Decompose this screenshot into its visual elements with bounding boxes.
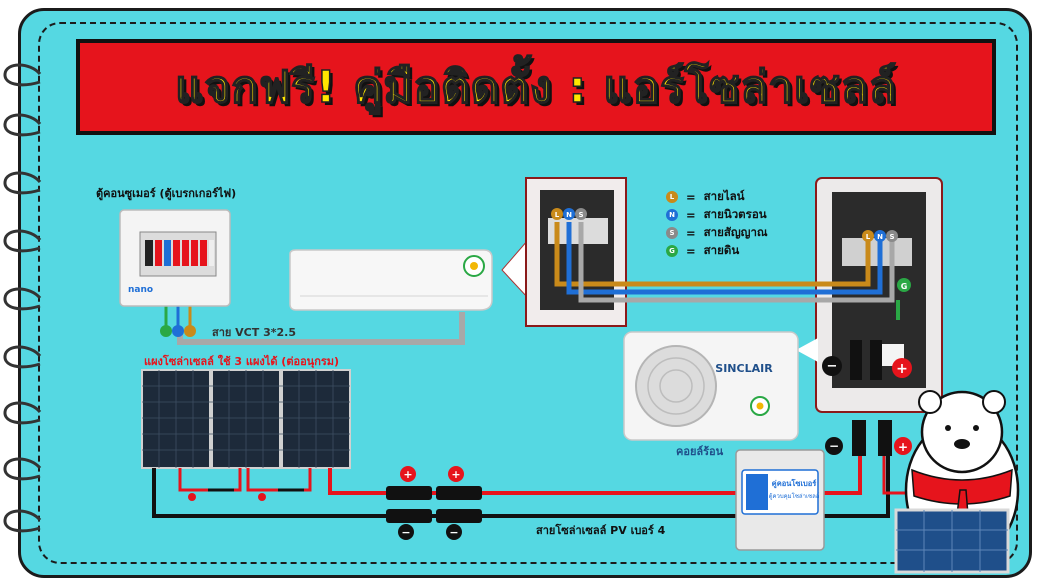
polar-bear-mascot-icon (894, 390, 1020, 574)
neutral-dot-icon: N (666, 209, 678, 221)
mc4-positive-connectors (386, 486, 482, 500)
terminal-s-icon (575, 208, 587, 220)
plus-badge-label: + (898, 440, 908, 454)
consumer-brand: nano (128, 285, 153, 295)
combiner-box (735, 449, 825, 551)
spiral-ring-icon (3, 171, 42, 195)
neutral-terminal-icon (172, 325, 184, 337)
terminal-l-icon (862, 230, 874, 242)
minus-badge-icon (822, 356, 842, 376)
solar-panel-label: แผงโซล่าเซลล์ ใช้ 3 แผงได้ (ต่ออนุกรม) (144, 355, 340, 368)
terminal-l-label: L (555, 211, 560, 219)
legend-equals: = (686, 226, 696, 240)
legend-equals: = (686, 244, 696, 258)
minus-badge-icon (825, 437, 843, 455)
ground-dot-icon: G (666, 245, 678, 257)
ground-terminal-icon (160, 325, 172, 337)
terminal-g-icon (897, 278, 911, 292)
plus-badge-label: + (896, 361, 908, 377)
consumer-unit-label: ตู้คอนซูเมอร์ (ตู้เบรกเกอร์ไฟ) (96, 187, 237, 200)
spiral-ring-icon (3, 229, 42, 253)
spiral-ring-icon (3, 287, 42, 311)
vct-cable-label: สาย VCT 3*2.5 (212, 326, 296, 339)
indoor-ac-unit (289, 249, 493, 311)
pv-negative-run (152, 440, 890, 518)
legend-item: G = สายดิน (666, 242, 739, 260)
signal-wire-run (578, 222, 895, 303)
spiral-ring-icon (3, 509, 42, 533)
pv-series-wiring (178, 468, 312, 501)
legend-equals: = (686, 190, 696, 204)
terminal-n-label: N (566, 211, 572, 219)
legend-text: สายดิน (703, 243, 740, 257)
minus-badge-label: − (827, 359, 838, 374)
neutral-wire-run (566, 222, 883, 295)
outdoor-ac-unit (623, 331, 818, 441)
terminal-l-icon (551, 208, 563, 220)
spiral-ring-icon (3, 401, 42, 425)
minus-badge-label: − (829, 439, 839, 453)
minus-badge-label: − (401, 526, 410, 539)
terminal-s-label: S (889, 233, 894, 241)
pv-cable-label: สายโซล่าเซลล์ PV เบอร์ 4 (536, 524, 666, 537)
plus-badge-icon (892, 358, 912, 378)
minus-badge-icon (398, 524, 414, 540)
plus-badge-icon (400, 466, 416, 482)
spiral-ring-icon (3, 113, 42, 137)
legend-text: สายไลน์ (703, 189, 745, 203)
line-dot-icon: L (666, 191, 678, 203)
legend-item: N = สายนิวตรอน (666, 206, 767, 224)
legend-text: สายนิวตรอน (703, 207, 767, 221)
terminal-g-label: G (901, 282, 908, 291)
mc4-connector-icon (878, 420, 892, 456)
legend-text: สายสัญญาณ (703, 225, 768, 239)
mc4-connector-icon (852, 420, 866, 456)
plus-badge-label: + (451, 468, 460, 481)
minus-badge-label: − (449, 526, 458, 539)
plus-badge-label: + (403, 468, 412, 481)
terminal-n-label: N (877, 233, 883, 241)
combiner-title: คู่คอนโซเบอร์ (772, 478, 818, 489)
line-terminal-icon (184, 325, 196, 337)
title-banner: แจกฟรี! คู่มือติดตั้ง : แอร์โซล่าเซลล์ (76, 39, 996, 135)
combiner-subtitle: ตู้ควบคุมโซล่าเซลล์ (769, 492, 820, 500)
outdoor-brand: SINCLAIR (715, 362, 773, 375)
spiral-ring-icon (3, 345, 42, 369)
consumer-unit (119, 209, 231, 307)
line-wire-run (554, 222, 871, 287)
dashed-border (38, 22, 1018, 564)
spiral-ring-icon (3, 63, 42, 87)
terminal-s-icon (886, 230, 898, 242)
solar-panel-array (141, 369, 351, 469)
indoor-wiring-panel (501, 177, 627, 327)
legend-item: L = สายไลน์ (666, 188, 745, 206)
plus-badge-icon (894, 437, 912, 455)
pv-positive-drop (882, 440, 910, 495)
outdoor-unit-label: คอยล์ร้อน (676, 445, 724, 458)
legend-item: S = สายสัญญาณ (666, 224, 768, 242)
mc4-negative-connectors (386, 509, 482, 523)
pv-positive-run (328, 440, 862, 495)
legend-equals: = (686, 208, 696, 222)
mc4-connector-icon (850, 340, 862, 380)
plus-badge-icon (448, 466, 464, 482)
terminal-n-icon (874, 230, 886, 242)
terminal-l-label: L (866, 233, 871, 241)
signal-dot-icon: S (666, 227, 678, 239)
minus-badge-icon (446, 524, 462, 540)
mc4-connector-icon (870, 340, 882, 380)
terminal-n-icon (563, 208, 575, 220)
page-title: แจกฟรี! คู่มือติดตั้ง : แอร์โซล่าเซลล์ (174, 61, 897, 114)
spiral-ring-icon (3, 457, 42, 481)
terminal-s-label: S (578, 211, 583, 219)
